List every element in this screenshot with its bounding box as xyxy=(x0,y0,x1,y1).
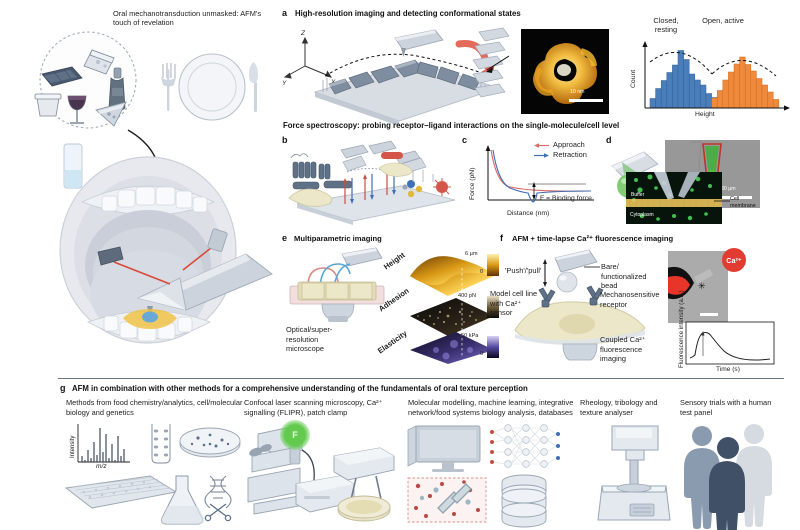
panel-e-microscope-illustration xyxy=(289,247,385,322)
cheese-icon xyxy=(83,49,115,75)
panel-g-col4-title: Rheology, tribology and texture analyser xyxy=(580,398,658,417)
panel-f-fluorescence-trace-chart: Fluorescence intensity (a.u.) Time (s) xyxy=(672,290,778,374)
panel-f-calcium-badge: Ca²⁺ xyxy=(722,248,746,272)
panel-g-col4-illustration xyxy=(597,425,671,521)
closed-resting-label: Closed, resting xyxy=(653,16,679,35)
panel-g-col2-illustration xyxy=(247,427,395,522)
panel-c-x-axis-label: Distance (nm) xyxy=(507,210,550,217)
panel-f-x-axis-label: Time (s) xyxy=(716,366,740,373)
neural-network-icon xyxy=(490,424,560,468)
panel-e-parameter-maps xyxy=(410,256,494,364)
figure-title: Oral mechanotransduction unmasked: AFM's… xyxy=(113,9,262,28)
svg-text:Z: Z xyxy=(300,30,306,37)
panel-g-col3-title: Molecular modelling, machine learning, i… xyxy=(408,398,574,417)
svg-text:Y: Y xyxy=(282,80,287,87)
panel-f-push-pull-label: 'Push'/'pull' xyxy=(505,266,542,275)
panel-c-force-curve-chart: Approach Retraction F = Binding force Fo… xyxy=(462,140,602,224)
panel-g-col1-title: Methods from food chemistry/analytics, c… xyxy=(66,398,243,417)
legend-retraction: Retraction xyxy=(553,150,587,160)
panel-e-colorbar-adhesion xyxy=(487,296,499,318)
force-spectroscopy-heading: Force spectroscopy: probing receptor–lig… xyxy=(283,121,620,130)
svg-text:✳: ✳ xyxy=(698,281,706,291)
bottle-icon xyxy=(108,67,126,112)
panel-e-elasticity-max: 50 kPa xyxy=(461,333,479,339)
xyz-axes-icon xyxy=(283,36,333,79)
wine-glass-icon xyxy=(67,95,87,124)
panel-g-fluorescence-badge: F xyxy=(280,420,310,450)
panel-e-elasticity-min: 0 xyxy=(480,351,484,357)
calcium-badge-text: Ca²⁺ xyxy=(726,255,742,265)
panel-b-letter: b xyxy=(282,135,288,145)
adhesion-map-layer xyxy=(410,298,494,336)
panel-g-mass-spec-y-label: Intensity xyxy=(70,435,76,458)
open-active-label: Open, active xyxy=(702,16,744,25)
panel-e-colorbar-elasticity xyxy=(487,336,499,358)
panel-a-afm-molecule-image: 10 nm xyxy=(521,29,609,114)
open-mouth-illustration xyxy=(59,156,273,344)
plate-and-cutlery-icon xyxy=(161,53,259,121)
histogram-bars xyxy=(649,50,780,109)
panel-a-y-axis-label: Count xyxy=(630,69,637,88)
panel-e-adhesion-min: 0 xyxy=(480,311,484,317)
panel-d-letter: d xyxy=(606,135,612,145)
database-icon xyxy=(501,474,547,528)
panel-a-histogram-chart: Closed, resting Open, active xyxy=(620,16,790,118)
panel-e-height-min: 0 xyxy=(480,269,484,275)
scissors-icon xyxy=(204,503,232,522)
panel-d-buffer-label: Buffer xyxy=(631,192,645,198)
panel-f-model-cell-label: Model cell line with Ca²⁺ sensor xyxy=(490,289,538,318)
molecular-model-box xyxy=(407,477,487,523)
bead-leader-line xyxy=(584,266,600,268)
panel-e-height-max: 6 µm xyxy=(465,251,478,257)
panel-g-col5-title: Sensory trials with a human test panel xyxy=(680,398,772,417)
pizza-slice-icon xyxy=(95,101,127,127)
panel-f-receptor-label: Mechanosensitive receptor xyxy=(600,290,660,309)
panel-a-heading: High-resolution imaging and detecting co… xyxy=(295,9,521,18)
panel-c-y-axis-label: Force (pN) xyxy=(469,167,476,200)
binding-force-annotation: F = Binding force xyxy=(540,195,592,202)
panel-c-letter: c xyxy=(462,135,468,145)
panel-f-cell-illustration xyxy=(514,249,646,361)
oral-mechanotransduction-illustration xyxy=(34,31,273,344)
panel-f-calcium-micrograph: ✳ xyxy=(668,251,728,323)
panel-e-letter: e xyxy=(282,233,288,243)
elasticity-map-layer xyxy=(410,332,494,364)
panel-g-col2-title: Confocal laser scanning microscopy, Ca²⁺… xyxy=(244,398,383,417)
panel-d-cytoplasm-label: Cytoplasm xyxy=(630,212,654,218)
panel-e-heading: Multiparametric imaging xyxy=(294,234,382,243)
panel-e-adhesion-max: 400 pN xyxy=(458,293,477,299)
panel-a-letter: a xyxy=(282,8,288,18)
chocolate-bar-icon xyxy=(41,66,83,87)
sample-slide-icon xyxy=(63,143,83,189)
panel-c-legend: Approach Retraction xyxy=(534,140,587,160)
person-icon-center xyxy=(709,437,745,530)
panel-g-mass-spec-x-label: m/z xyxy=(96,463,107,470)
panel-f-bead-label: Bare/ functionalized bead xyxy=(601,262,647,291)
panel-a-x-axis-label: Height xyxy=(695,111,715,118)
panel-g-col3-illustration xyxy=(407,424,560,528)
panel-e-microscope-label: Optical/super-resolution microscope xyxy=(286,325,333,354)
panel-a-afm-scan-illustration: Z Y X xyxy=(282,27,510,126)
height-map-layer xyxy=(410,256,494,296)
panel-d-membrane-inset: Buffer Cytoplasm xyxy=(626,172,722,224)
panel-g-letter: g xyxy=(60,383,66,393)
ligand-molecules xyxy=(378,152,451,198)
panel-b-force-spectroscopy-illustration xyxy=(288,140,456,225)
panel-f-coupled-imaging-label: Coupled Ca²⁺ fluorescence imaging xyxy=(600,335,646,364)
panel-f-letter: f xyxy=(500,233,503,243)
panel-e-colorbar-height xyxy=(487,254,499,276)
fluorescence-badge-text: F xyxy=(292,430,298,440)
panel-g-divider xyxy=(58,378,784,379)
panel-d-cell-membrane-label: Cell membrane xyxy=(730,196,756,209)
yoghurt-pot-icon xyxy=(34,93,62,117)
panel-f-heading: AFM + time-lapse Ca²⁺ fluorescence imagi… xyxy=(512,234,674,243)
panel-g-col5-illustration xyxy=(684,424,772,530)
panel-d-scalebar-label: 30 µm xyxy=(721,186,736,192)
panel-f-y-axis-label: Fluorescence intensity (a.u.) xyxy=(678,290,685,368)
panel-a-scalebar-label: 10 nm xyxy=(570,89,585,95)
panel-g-col1-illustration xyxy=(64,424,241,525)
panel-g-heading: AFM in combination with other methods fo… xyxy=(72,384,528,393)
cell-membrane-leader-line xyxy=(714,200,730,202)
legend-approach: Approach xyxy=(553,140,585,150)
